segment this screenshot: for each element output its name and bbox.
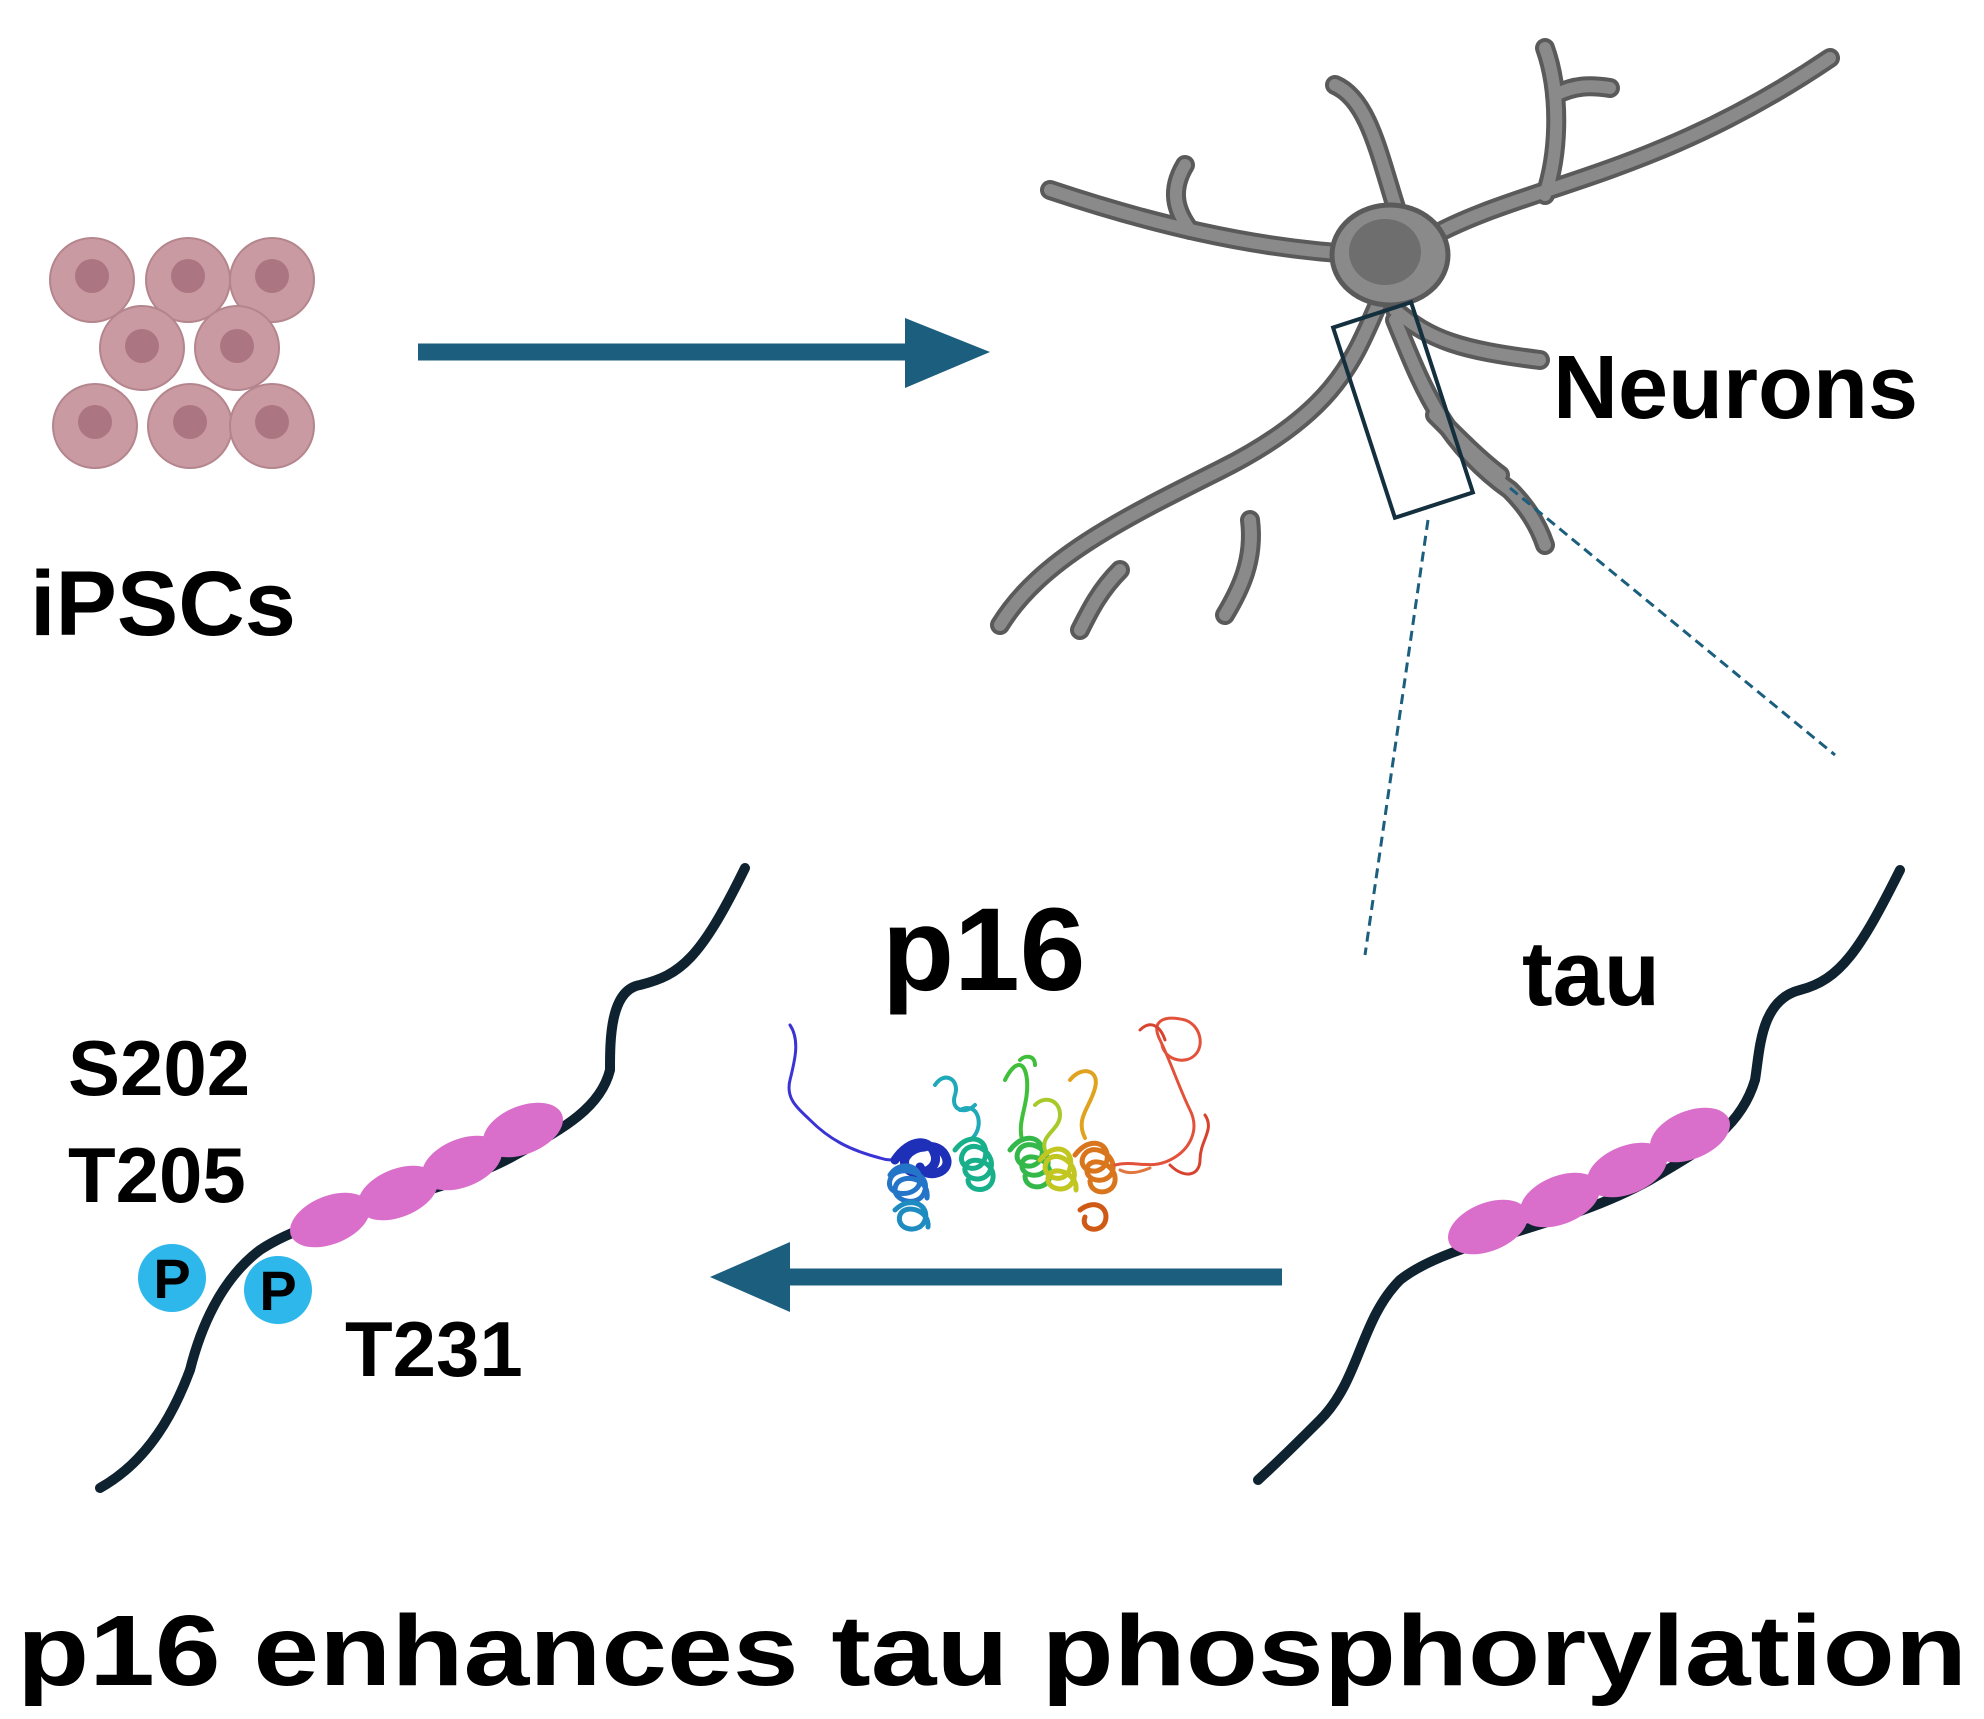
svg-text:P: P bbox=[153, 1247, 190, 1310]
site-s202-label: S202 bbox=[68, 1024, 250, 1112]
caption: p16 enhances tau phosphorylation bbox=[17, 1595, 1967, 1707]
phospho-tau-repeat-domains bbox=[290, 1102, 563, 1248]
zoom-line-right bbox=[1509, 486, 1836, 757]
differentiation-arrow bbox=[418, 318, 990, 388]
p16-label: p16 bbox=[882, 884, 1085, 1016]
zoom-box bbox=[1330, 299, 1476, 521]
ipsc-cells-icon bbox=[49, 237, 315, 469]
site-t231-label: T231 bbox=[345, 1305, 523, 1393]
neurons-label: Neurons bbox=[1553, 338, 1918, 438]
site-t205-label: T205 bbox=[68, 1131, 246, 1219]
phospho-marker-1: P bbox=[138, 1244, 206, 1312]
neuron-icon bbox=[990, 38, 1840, 640]
p16-effect-arrow bbox=[710, 1242, 1282, 1312]
zoom-line-left bbox=[1363, 519, 1430, 956]
svg-text:P: P bbox=[259, 1259, 296, 1322]
ipscs-label: iPSCs bbox=[30, 553, 296, 655]
tau-label: tau bbox=[1522, 923, 1660, 1025]
p16-protein-ribbon-icon bbox=[787, 1016, 1210, 1232]
tau-repeat-domains bbox=[1448, 1107, 1730, 1255]
phospho-marker-2: P bbox=[244, 1256, 312, 1324]
